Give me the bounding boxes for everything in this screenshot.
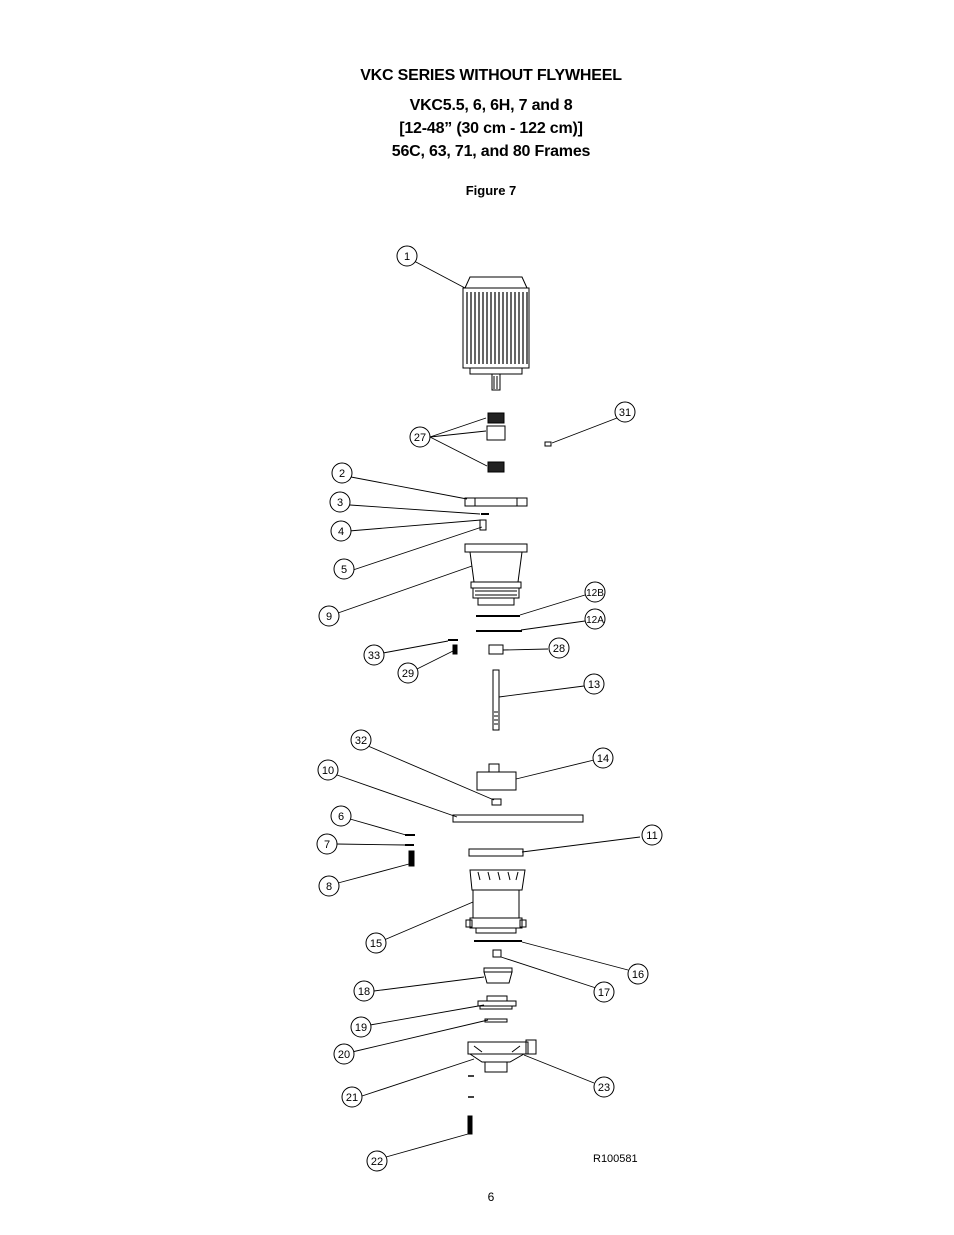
callout-31: 31 xyxy=(614,401,636,423)
svg-text:2: 2 xyxy=(339,468,345,480)
callout-23: 23 xyxy=(593,1076,615,1098)
callout-4: 4 xyxy=(330,520,352,542)
callout-19: 19 xyxy=(350,1016,372,1038)
svg-text:23: 23 xyxy=(598,1082,610,1094)
callout-12b: 12B xyxy=(584,581,606,603)
frame-list: 56C, 63, 71, and 80 Frames xyxy=(391,143,591,160)
page-title: VKC SERIES WITHOUT FLYWHEEL xyxy=(360,67,622,84)
callout-20: 20 xyxy=(333,1043,355,1065)
callout-29: 29 xyxy=(397,662,419,684)
svg-text:28: 28 xyxy=(553,643,565,655)
shaft-part xyxy=(492,669,500,731)
svg-text:16: 16 xyxy=(632,969,644,981)
svg-text:13: 13 xyxy=(588,679,600,691)
key-17-part xyxy=(492,949,502,958)
page-number: 6 xyxy=(487,1190,495,1204)
callout-33: 33 xyxy=(363,644,385,666)
tube-part xyxy=(452,814,584,823)
cutter-head-part xyxy=(476,763,517,791)
svg-text:12A: 12A xyxy=(586,615,604,626)
motor-bracket-part xyxy=(464,543,528,606)
svg-text:6: 6 xyxy=(338,811,344,823)
callout-13: 13 xyxy=(583,673,605,695)
svg-text:9: 9 xyxy=(326,611,332,623)
callout-32: 32 xyxy=(350,729,372,751)
svg-text:27: 27 xyxy=(414,432,426,444)
callout-2: 2 xyxy=(331,462,353,484)
callout-1: 1 xyxy=(396,245,418,267)
svg-text:18: 18 xyxy=(358,986,370,998)
callout-21: 21 xyxy=(341,1086,363,1108)
svg-text:10: 10 xyxy=(322,765,334,777)
svg-text:1: 1 xyxy=(404,251,410,263)
svg-text:32: 32 xyxy=(355,735,367,747)
gasket-part xyxy=(468,848,524,857)
model-list: VKC5.5, 6, 6H, 7 and 8 xyxy=(409,97,573,114)
set-screw-part xyxy=(452,644,458,655)
svg-text:31: 31 xyxy=(619,407,631,419)
seal-20-part xyxy=(484,1018,508,1023)
callout-6: 6 xyxy=(330,805,352,827)
svg-text:4: 4 xyxy=(338,526,344,538)
callout-17: 17 xyxy=(593,981,615,1003)
pump-body-part xyxy=(467,1039,537,1073)
svg-text:21: 21 xyxy=(346,1092,358,1104)
housing-part xyxy=(465,869,527,934)
callout-7: 7 xyxy=(316,833,338,855)
small-pin-part xyxy=(544,441,552,447)
callout-18: 18 xyxy=(353,980,375,1002)
pin-32-part xyxy=(491,798,502,806)
svg-text:33: 33 xyxy=(368,650,380,662)
callout-9: 9 xyxy=(318,605,340,627)
impeller-part xyxy=(483,967,513,984)
svg-text:5: 5 xyxy=(341,564,347,576)
callout-8: 8 xyxy=(318,875,340,897)
svg-text:19: 19 xyxy=(355,1022,367,1034)
svg-text:29: 29 xyxy=(402,668,414,680)
svg-text:14: 14 xyxy=(597,753,609,765)
callout-12a: 12A xyxy=(584,608,606,630)
callout-11: 11 xyxy=(641,824,663,846)
callout-14: 14 xyxy=(592,747,614,769)
size-range: [12-48” (30 cm - 122 cm)] xyxy=(399,120,583,137)
coupling-part xyxy=(486,412,506,473)
svg-text:11: 11 xyxy=(646,830,657,842)
svg-text:20: 20 xyxy=(338,1049,350,1061)
callout-10: 10 xyxy=(317,759,339,781)
svg-text:15: 15 xyxy=(370,938,382,950)
wear-plate-part xyxy=(477,995,517,1010)
svg-text:22: 22 xyxy=(371,1156,383,1168)
svg-text:17: 17 xyxy=(598,987,610,999)
bolt-8-part xyxy=(408,850,415,867)
svg-text:7: 7 xyxy=(324,839,330,851)
drawing-reference: R100581 xyxy=(593,1153,638,1165)
bolt-22-part xyxy=(467,1115,473,1135)
callout-5: 5 xyxy=(333,558,355,580)
callouts: 1 27 31 2 3 4 5 9 12B 12A 33 28 29 13 32… xyxy=(316,245,663,1172)
svg-text:8: 8 xyxy=(326,881,332,893)
svg-text:3: 3 xyxy=(337,497,343,509)
adapter-plate-part xyxy=(464,497,528,507)
callout-3: 3 xyxy=(329,491,351,513)
leader-lines xyxy=(335,260,641,1158)
callout-16: 16 xyxy=(627,963,649,985)
callout-28: 28 xyxy=(548,637,570,659)
callout-27: 27 xyxy=(409,426,431,448)
callout-22: 22 xyxy=(366,1150,388,1172)
bushing-part xyxy=(488,644,504,655)
figure-label: Figure 7 xyxy=(465,183,517,198)
screw-part xyxy=(479,519,487,531)
svg-text:12B: 12B xyxy=(586,588,604,599)
callout-15: 15 xyxy=(365,932,387,954)
motor-part xyxy=(462,276,530,391)
